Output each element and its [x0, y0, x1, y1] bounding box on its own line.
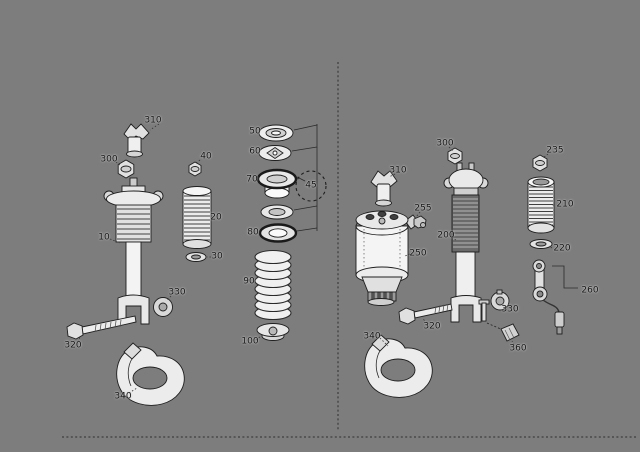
- left-plate-60: [258, 145, 292, 161]
- callout-360-right[interactable]: 360: [509, 343, 527, 354]
- right-buffer-330: [490, 289, 510, 311]
- callout-10-left[interactable]: 10: [98, 232, 110, 243]
- right-label-leaders: [379, 146, 554, 347]
- left-washer-50: [258, 124, 294, 142]
- kit-leader-ticks: [291, 124, 318, 232]
- callout-320-right[interactable]: 320: [423, 321, 441, 332]
- callout-340-left[interactable]: 340: [114, 391, 132, 402]
- left-coil-spring-90: [254, 249, 292, 321]
- callout-50-left[interactable]: 50: [249, 126, 261, 137]
- callout-20-left[interactable]: 20: [210, 212, 222, 223]
- kit-dashed-circle-45: [295, 170, 327, 202]
- callout-90-left[interactable]: 90: [243, 276, 255, 287]
- left-ring-unlabeled: [260, 204, 294, 220]
- left-boot-nut-40: [188, 161, 202, 177]
- callout-320-left[interactable]: 320: [64, 340, 82, 351]
- left-shock-absorber-10: [103, 177, 164, 325]
- callout-30-left[interactable]: 30: [211, 251, 223, 262]
- callout-310-right[interactable]: 310: [389, 165, 407, 176]
- left-label-leaders: [77, 123, 262, 394]
- callout-235-right[interactable]: 235: [546, 145, 564, 156]
- left-dust-boot-20: [182, 186, 212, 249]
- callout-80-left[interactable]: 80: [247, 227, 259, 238]
- callout-60-left[interactable]: 60: [249, 146, 261, 157]
- left-top-nut-300: [117, 159, 135, 179]
- callout-250-right[interactable]: 250: [409, 248, 427, 259]
- right-sensor-link-connector-360: [478, 299, 520, 342]
- right-level-sensor-260: [532, 259, 578, 335]
- right-top-nut-300: [447, 147, 463, 165]
- callout-330-left[interactable]: 330: [168, 287, 186, 298]
- right-boot-ring-220: [529, 239, 553, 249]
- callout-100-left[interactable]: 100: [241, 336, 259, 347]
- right-bolt-320: [398, 303, 453, 325]
- right-air-strut-200: [443, 162, 489, 323]
- callout-210-right[interactable]: 210: [556, 199, 574, 210]
- callout-310-left[interactable]: 310: [144, 115, 162, 126]
- left-spring-seat-100: [256, 323, 290, 341]
- callout-45-kit[interactable]: 45: [305, 180, 317, 191]
- left-bolt-320: [66, 315, 137, 340]
- left-buffer-330: [153, 297, 173, 317]
- left-support-mount-70: [256, 168, 298, 199]
- right-dust-boot-210: [527, 176, 555, 234]
- callout-300-left[interactable]: 300: [100, 154, 118, 165]
- right-cap-310: [370, 170, 398, 207]
- callout-260-right[interactable]: 260: [581, 285, 599, 296]
- right-valve-255: [404, 214, 427, 230]
- callout-70-left[interactable]: 70: [246, 174, 258, 185]
- callout-40-left[interactable]: 40: [200, 151, 212, 162]
- callout-330-right[interactable]: 330: [501, 304, 519, 315]
- right-boot-nut-235: [532, 154, 548, 172]
- callout-300-right[interactable]: 300: [436, 138, 454, 149]
- left-boot-ring-30: [185, 252, 207, 262]
- left-bearing-80: [258, 223, 298, 243]
- callout-340-right[interactable]: 340: [363, 331, 381, 342]
- left-cap-310: [123, 123, 150, 158]
- right-bracket-340: [364, 334, 433, 398]
- callout-220-right[interactable]: 220: [553, 243, 571, 254]
- callout-255-right[interactable]: 255: [414, 203, 432, 214]
- callout-200-right[interactable]: 200: [437, 230, 455, 241]
- right-air-spring-250: [355, 210, 409, 306]
